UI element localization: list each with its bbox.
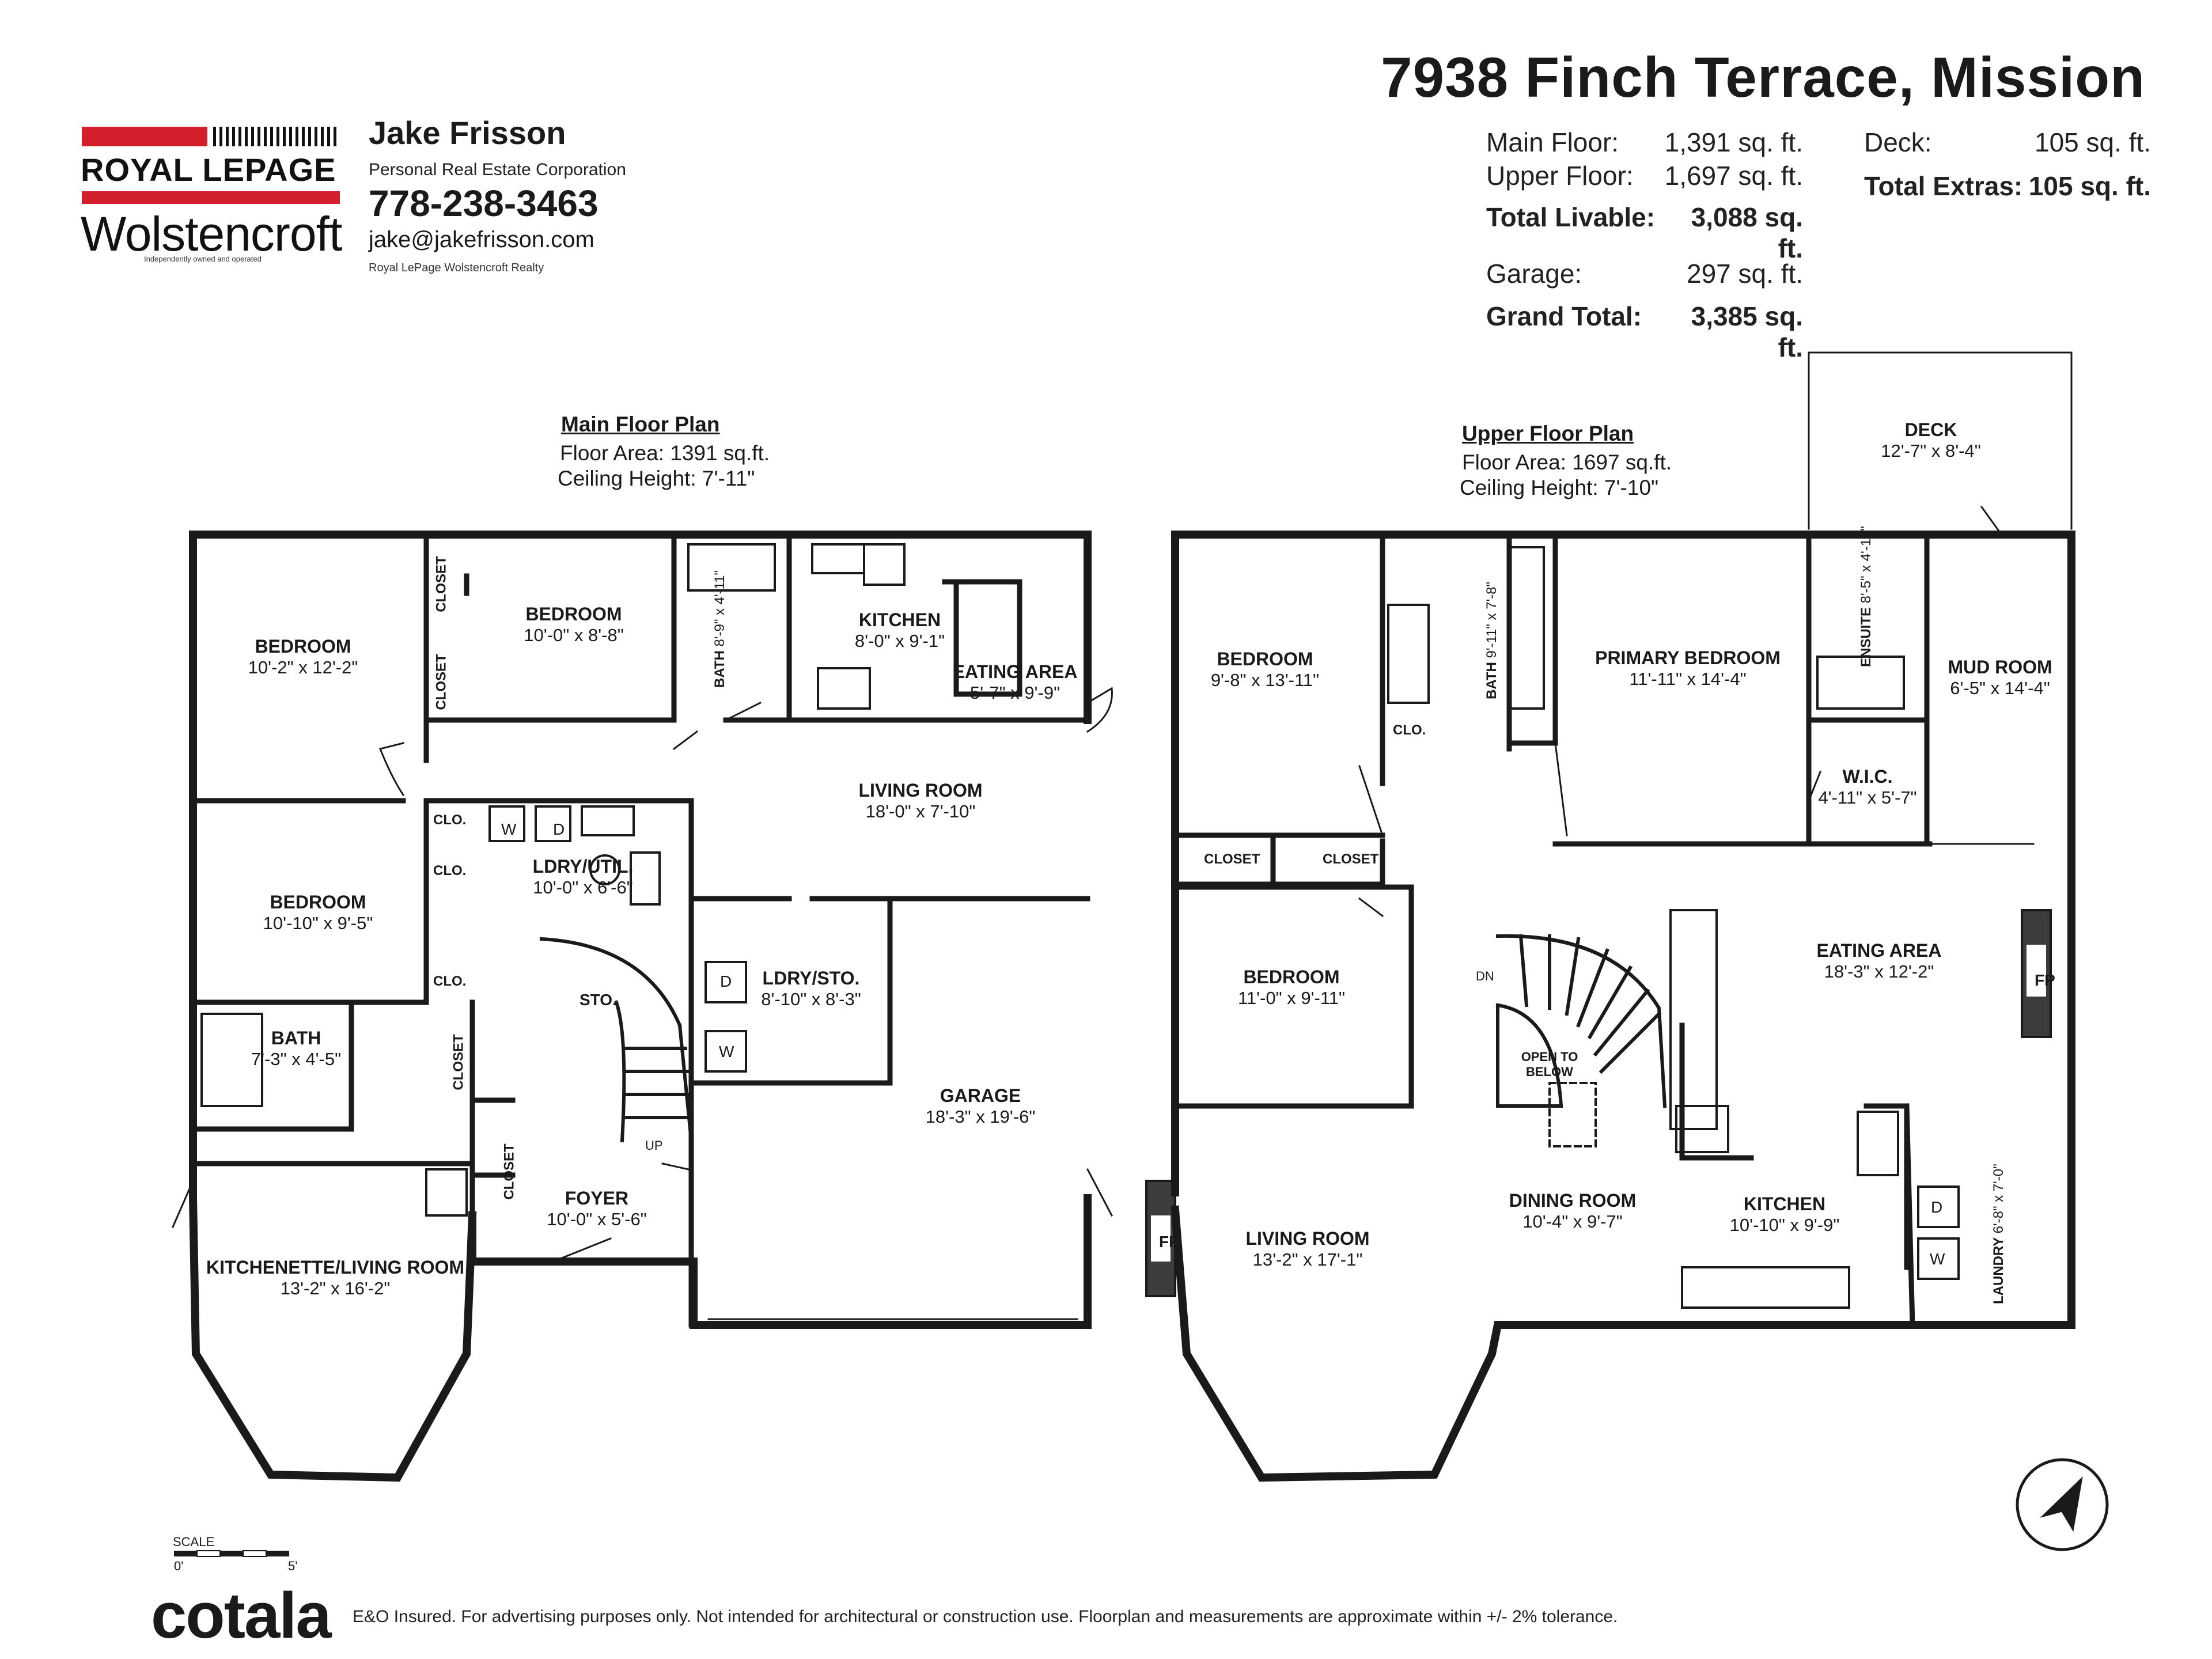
upper-plan-ceiling: Ceiling Height: 7'-10" <box>1460 476 1659 499</box>
upper-floor-stair <box>1495 934 1667 1108</box>
scale-zero-label: 0' <box>174 1559 184 1573</box>
main-stair-up-label: UP <box>645 1138 663 1153</box>
main-clo-label-2: CLO. <box>433 863 467 878</box>
upper-washer-label: W <box>1930 1250 1945 1268</box>
logo-stripe-bar <box>213 127 340 146</box>
total-livable-label: Total Livable: <box>1486 202 1656 232</box>
scale-label: SCALE <box>173 1535 215 1549</box>
agent-name: Jake Frisson <box>369 115 566 151</box>
main-closet-label-2: CLOSET <box>433 654 449 710</box>
main-clo-label-3: CLO. <box>433 974 467 989</box>
total-extras-value: 105 sq. ft. <box>2028 171 2151 201</box>
logo-red-rule <box>82 191 340 204</box>
upper-stair-down-label: DN <box>1476 969 1494 983</box>
main-room-laundry-utility: LDRY/UTIL.10'-0" x 6'-6" <box>532 856 634 897</box>
main-floor-label: Main Floor: <box>1486 127 1619 157</box>
main-floor-fixtures <box>200 543 906 1217</box>
main-washer-label: W <box>501 820 517 838</box>
main-floor-value: 1,391 sq. ft. <box>1664 127 1803 157</box>
main-dryer-label: D <box>553 820 565 838</box>
upper-clo-label: CLO. <box>1393 722 1426 738</box>
main-room-bath-vertical: BATH 8'-9" x 4'-11" <box>712 570 728 688</box>
main-floor-stair <box>539 937 694 1143</box>
logo-wordmark: ROYAL LEPAGE <box>81 151 336 188</box>
main-floor-doors <box>172 687 1113 1263</box>
upper-fireplace-label-1: FP <box>2035 971 2055 989</box>
main-floor-interior-walls <box>190 532 1090 1328</box>
agent-company: Personal Real Estate Corporation <box>369 160 626 179</box>
upper-dryer-label: D <box>1931 1198 1943 1216</box>
main-plan-area: Floor Area: 1391 sq.ft. <box>560 441 770 465</box>
upper-room-ensuite-vertical: ENSUITE 8'-5" x 4'-10" <box>1858 526 1874 667</box>
grand-total-label: Grand Total: <box>1486 301 1642 331</box>
main-room-laundry-storage: LDRY/STO.8'-10" x 8'-3" <box>761 968 861 1009</box>
upper-floor-label: Upper Floor: <box>1486 161 1634 191</box>
north-arrow-icon <box>2016 1458 2109 1551</box>
scale-bar-graphic <box>174 1550 289 1557</box>
deck-label: Deck: <box>1864 127 1932 157</box>
total-extras-label: Total Extras: <box>1864 171 2023 201</box>
total-livable-value: 3,088 sq. ft. <box>1691 202 1803 263</box>
agent-brokerage: Royal LePage Wolstencroft Realty <box>369 262 544 274</box>
upper-floor-doors <box>1358 505 2035 918</box>
upper-floor-outer-walls <box>1171 531 2075 1482</box>
deck-value: 105 sq. ft. <box>2034 127 2151 157</box>
upper-fireplace-label-2: FP <box>1159 1233 1180 1251</box>
upper-room-walk-in-closet: W.I.C.4'-11" x 5'-7" <box>1818 766 1917 808</box>
scale-five-label: 5' <box>288 1559 298 1573</box>
agent-email[interactable]: jake@jakefrisson.com <box>369 227 594 252</box>
property-address: 7938 Finch Terrace, Mission <box>1381 46 2145 109</box>
logo-tagline: Independently owned and operated <box>144 255 262 263</box>
main-closet-label-1: CLOSET <box>433 556 449 612</box>
logo-office-name: Wolstencroft <box>81 207 342 261</box>
main-closet-label-3: CLOSET <box>450 1034 467 1090</box>
main-plan-ceiling: Ceiling Height: 7'-11" <box>558 467 755 490</box>
logo-red-bar <box>82 127 207 146</box>
garage-label: Garage: <box>1486 259 1582 289</box>
upper-plan-title: Upper Floor Plan <box>1462 422 1634 445</box>
main-clo-label-1: CLO. <box>433 812 467 828</box>
upper-room-bath-vertical: BATH 9'-11" x 7'-8" <box>1484 581 1499 699</box>
main-dryer-label-2: D <box>720 972 732 990</box>
upper-closet-label-2: CLOSET <box>1323 851 1379 867</box>
upper-floor-interior-walls <box>1172 532 1933 1328</box>
upper-floor-value: 1,697 sq. ft. <box>1664 161 1803 191</box>
main-closet-label-4: CLOSET <box>501 1143 517 1200</box>
grand-total-value: 3,385 sq. ft. <box>1691 301 1803 362</box>
upper-closet-label-1: CLOSET <box>1204 851 1260 867</box>
upper-room-laundry-vertical: LAUNDRY 6'-8" x 7'-0" <box>1991 1164 2006 1304</box>
disclaimer-text: E&O Insured. For advertising purposes on… <box>353 1607 1618 1626</box>
garage-value: 297 sq. ft. <box>1686 259 1803 289</box>
agent-phone[interactable]: 778-238-3463 <box>369 183 599 224</box>
upper-plan-area: Floor Area: 1697 sq.ft. <box>1462 450 1672 474</box>
cotala-logo: cotala <box>151 1580 332 1652</box>
deck-outline <box>1808 351 2073 530</box>
main-washer-label-2: W <box>719 1043 734 1060</box>
main-plan-title: Main Floor Plan <box>561 412 720 436</box>
upper-open-to-below-label: OPEN TO BELOW <box>1521 1050 1578 1079</box>
main-storage-label: STO. <box>579 991 617 1009</box>
